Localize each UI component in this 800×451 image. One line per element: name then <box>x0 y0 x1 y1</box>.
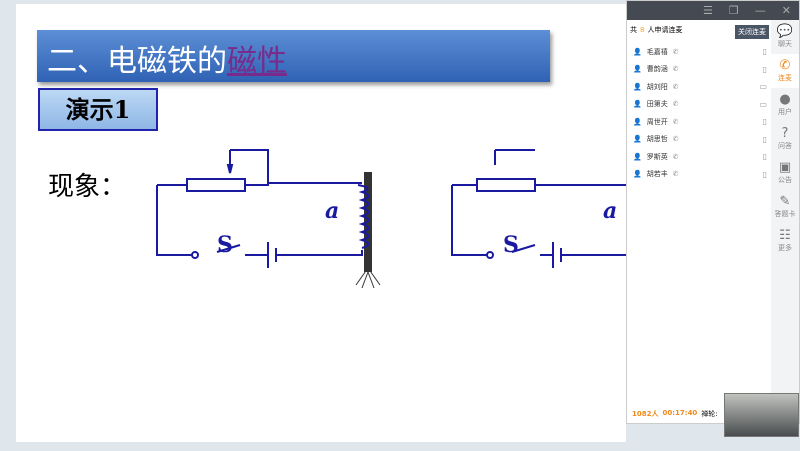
list-item[interactable]: 👤 毛嘉禧 ✆ ▯ <box>627 43 773 61</box>
answer-card-icon: ✎ <box>779 194 791 209</box>
minimize-icon[interactable]: — <box>754 4 766 17</box>
title-text: 二、电磁铁的 <box>47 44 227 79</box>
demo-label: 演示1 <box>38 88 158 131</box>
coil-label-2: a <box>603 198 617 224</box>
sidebar-item-notice[interactable]: ▣公告 <box>771 156 799 190</box>
phone-icon[interactable]: ✆ <box>672 100 679 109</box>
user-name: 田第夫 <box>646 100 668 109</box>
user-name: 毛嘉禧 <box>646 47 668 56</box>
user-name: 胡若丰 <box>646 170 668 179</box>
avatar-icon: 👤 <box>633 100 642 109</box>
sidebar-label: 更多 <box>778 244 792 252</box>
user-list: 👤 毛嘉禧 ✆ ▯ 👤 曹韵涵 ✆ ▯ 👤 胡刘阳 ✆ ▭ 👤 田第夫 ✆ ▭ 👤 周世开 ✆ ▯ 👤 胡思哲 ✆… <box>627 43 773 183</box>
phone-icon: ✆ <box>779 58 791 73</box>
avatar-icon: 👤 <box>633 170 642 179</box>
user-name: 周世开 <box>646 117 668 126</box>
close-mic-button[interactable]: 关闭连麦 <box>735 25 769 39</box>
sidebar-label: 聊天 <box>778 40 792 48</box>
phone-icon[interactable]: ✆ <box>672 82 679 91</box>
switch-label: S <box>217 232 233 258</box>
notice-icon: ▣ <box>778 160 792 175</box>
list-item[interactable]: 👤 曹韵涵 ✆ ▯ <box>627 61 773 79</box>
phone-icon[interactable]: ✆ <box>672 170 679 179</box>
slide-title: 二、电磁铁的磁性 <box>37 30 550 82</box>
device-icon: ▯ <box>762 64 767 74</box>
sidebar-item-mic[interactable]: ✆连麦 <box>771 54 799 88</box>
list-item[interactable]: 👤 胡思哲 ✆ ▯ <box>627 131 773 149</box>
phone-icon[interactable]: ✆ <box>672 135 679 144</box>
head-prefix: 共 <box>630 26 637 34</box>
slide: 二、电磁铁的磁性 演示1 现象： <box>16 4 626 442</box>
user-icon: ● <box>779 92 791 107</box>
request-count: 8 <box>640 26 645 34</box>
sidebar-item-users[interactable]: ●用户 <box>771 88 799 122</box>
list-item[interactable]: 👤 周世开 ✆ ▯ <box>627 113 773 131</box>
viewer-count: 1082人 <box>632 410 659 418</box>
avatar-icon: 👤 <box>633 152 642 161</box>
list-item[interactable]: 👤 胡刘阳 ✆ ▭ <box>627 78 773 96</box>
device-icon: ▯ <box>762 134 767 144</box>
phone-icon[interactable]: ✆ <box>672 152 679 161</box>
avatar-icon: 👤 <box>633 135 642 144</box>
user-name: 罗斯英 <box>646 152 668 161</box>
popout-icon[interactable]: ❐ <box>728 4 739 17</box>
panel-titlebar: ☰ ❐ — ✕ <box>627 1 799 20</box>
avatar-icon: 👤 <box>633 82 642 91</box>
sidebar-label: 答题卡 <box>774 210 796 218</box>
phenomenon-label: 现象： <box>48 172 127 202</box>
user-name: 胡思哲 <box>646 135 668 144</box>
avatar-icon: 👤 <box>633 47 642 56</box>
monitor-icon: ▭ <box>759 82 767 92</box>
sidebar-label: 公告 <box>778 176 792 184</box>
close-icon[interactable]: ✕ <box>781 4 791 17</box>
sidebar-item-qa[interactable]: ?问答 <box>771 122 799 156</box>
user-name: 曹韵涵 <box>646 65 668 74</box>
circuit-2: S a <box>451 149 626 268</box>
sidebar-label: 连麦 <box>778 74 792 82</box>
chat-icon: 💬 <box>776 24 794 39</box>
switch-label-2: S <box>503 232 519 258</box>
menu-icon[interactable]: ☰ <box>703 4 713 17</box>
question-icon: ? <box>781 126 789 141</box>
avatar-icon: 👤 <box>633 117 642 126</box>
phone-icon[interactable]: ✆ <box>672 65 679 74</box>
list-item[interactable]: 👤 胡若丰 ✆ ▯ <box>627 166 773 184</box>
avatar-icon: 👤 <box>633 65 642 74</box>
sidebar-item-chat[interactable]: 💬聊天 <box>771 20 799 54</box>
more-icon: ☷ <box>779 228 791 243</box>
title-highlight: 磁性 <box>227 44 287 79</box>
device-icon: ▯ <box>762 169 767 179</box>
phone-icon[interactable]: ✆ <box>672 47 679 56</box>
device-icon: ▯ <box>762 117 767 127</box>
webcam-video[interactable] <box>724 393 799 437</box>
elapsed-time: 00:17:40 <box>662 409 698 417</box>
sidebar-label: 用户 <box>778 108 792 116</box>
device-icon: ▯ <box>762 47 767 57</box>
sidebar-item-answer-card[interactable]: ✎答题卡 <box>771 190 799 224</box>
circuit-1: S a <box>156 149 381 289</box>
panel-sidebar: 💬聊天 ✆连麦 ●用户 ?问答 ▣公告 ✎答题卡 ☷更多 <box>771 20 799 424</box>
list-item[interactable]: 👤 田第夫 ✆ ▭ <box>627 96 773 114</box>
list-item[interactable]: 👤 罗斯英 ✆ ▯ <box>627 148 773 166</box>
sidebar-label: 问答 <box>778 142 792 150</box>
footer-extra: 禅轮: <box>701 410 718 418</box>
head-suffix: 人申请连麦 <box>647 26 683 34</box>
sidebar-item-more[interactable]: ☷更多 <box>771 224 799 258</box>
user-name: 胡刘阳 <box>646 82 668 91</box>
phone-icon[interactable]: ✆ <box>672 117 679 126</box>
coil-label: a <box>325 198 339 224</box>
monitor-icon: ▭ <box>759 99 767 109</box>
device-icon: ▯ <box>762 152 767 162</box>
